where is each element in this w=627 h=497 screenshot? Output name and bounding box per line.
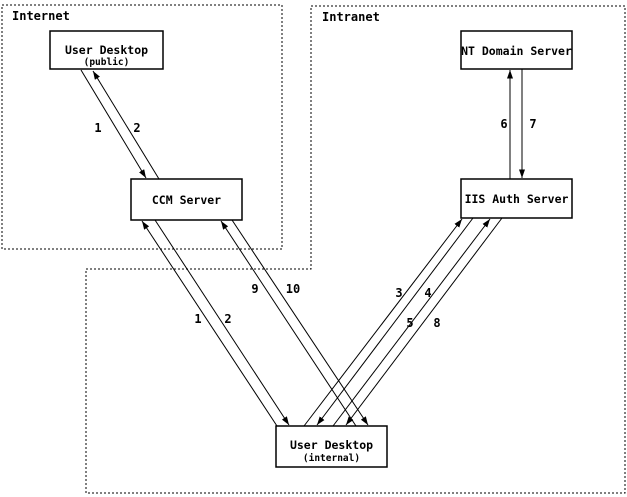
node-iis-auth-server: IIS Auth Server xyxy=(460,178,573,219)
edge-4-iis-to-internal-desktop xyxy=(316,217,474,426)
edge-1-internal-desktop-to-ccm xyxy=(141,220,278,427)
edge-label-6: 6 xyxy=(500,117,507,131)
node-user-desktop-public-subtitle: (public) xyxy=(84,57,130,68)
node-user-desktop-internal-box xyxy=(275,425,388,468)
node-ccm-server-box xyxy=(130,178,243,221)
node-user-desktop-public-box xyxy=(49,30,164,70)
internet-zone-label: Internet xyxy=(12,9,70,23)
edge-3-internal-desktop-to-iis xyxy=(303,218,463,427)
node-nt-domain-server: NT Domain Server xyxy=(460,30,573,70)
edge-label-8: 8 xyxy=(433,316,440,330)
edge-label-1-public: 1 xyxy=(94,121,101,135)
edge-2-ccm-to-public-desktop xyxy=(92,70,160,180)
node-user-desktop-public: User Desktop (public) xyxy=(49,30,164,70)
node-nt-domain-server-box xyxy=(460,30,573,70)
edge-10-ccm-to-internal-desktop xyxy=(231,219,369,426)
node-iis-auth-server-box xyxy=(460,178,573,219)
node-iis-auth-server-title: IIS Auth Server xyxy=(465,192,569,206)
edge-label-10: 10 xyxy=(286,282,300,296)
edge-label-3: 3 xyxy=(395,286,402,300)
edge-label-7: 7 xyxy=(529,117,536,131)
edge-label-2-internal: 2 xyxy=(224,312,231,326)
node-user-desktop-internal: User Desktop (internal) xyxy=(275,425,388,468)
node-nt-domain-server-title: NT Domain Server xyxy=(461,44,572,58)
edge-1-public-desktop-to-ccm xyxy=(80,69,147,179)
edge-label-1-internal: 1 xyxy=(194,312,201,326)
intranet-zone-label: Intranet xyxy=(322,10,380,24)
node-ccm-server: CCM Server xyxy=(130,178,243,221)
intranet-zone-boundary xyxy=(85,5,626,494)
node-user-desktop-public-title: User Desktop xyxy=(65,43,148,57)
edge-9-internal-desktop-to-ccm xyxy=(220,220,357,427)
edge-2-ccm-to-internal-desktop xyxy=(154,219,290,426)
edge-label-2-public: 2 xyxy=(133,121,140,135)
node-user-desktop-internal-title: User Desktop xyxy=(290,438,373,452)
node-user-desktop-internal-subtitle: (internal) xyxy=(303,453,360,464)
edge-5-internal-desktop-to-iis xyxy=(332,218,491,427)
edge-label-5: 5 xyxy=(406,316,413,330)
edge-8-iis-to-internal-desktop xyxy=(345,217,503,426)
edge-label-9: 9 xyxy=(251,282,258,296)
internet-zone-boundary xyxy=(1,4,283,250)
edge-label-4: 4 xyxy=(424,286,431,300)
node-ccm-server-title: CCM Server xyxy=(152,193,221,207)
